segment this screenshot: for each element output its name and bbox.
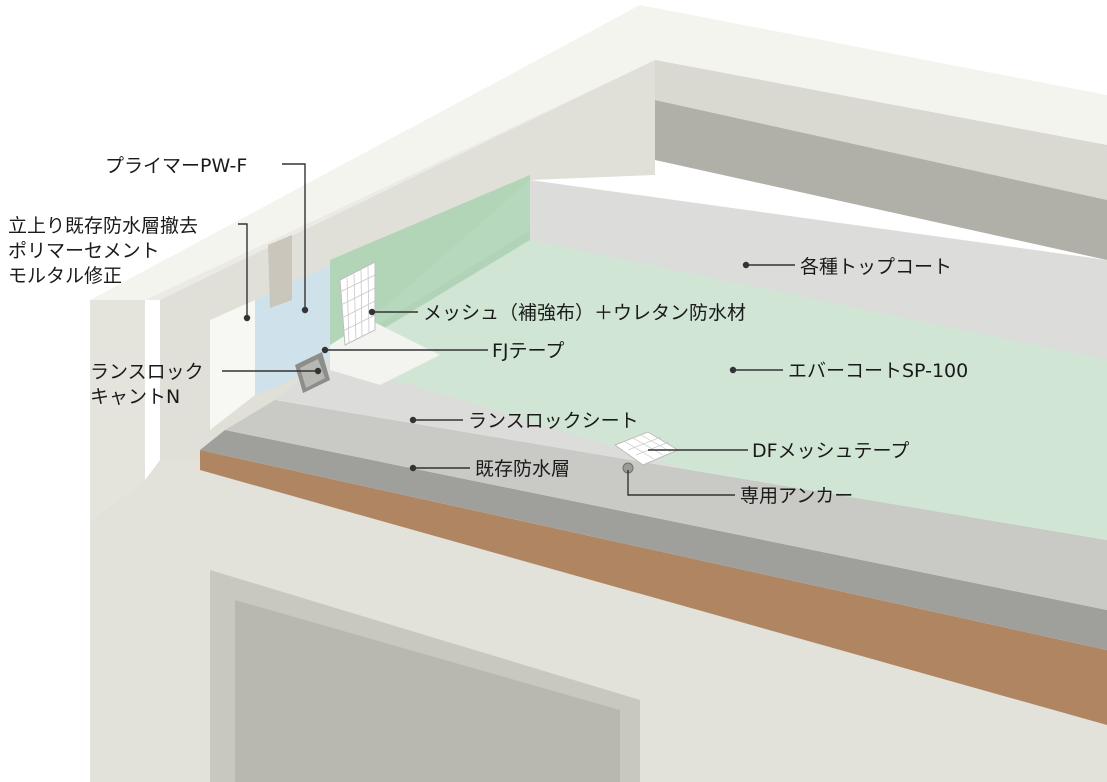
label-removal-line3: モルタル修正	[8, 265, 122, 287]
label-anchor: 専用アンカー	[740, 485, 853, 507]
leader-anchor	[627, 470, 735, 496]
parapet-top	[90, 5, 1107, 300]
dot-fj	[321, 346, 329, 354]
label-mesh-urethane: メッシュ（補強布）＋ウレタン防水材	[423, 302, 746, 324]
label-lance-sheet: ランスロックシート	[468, 410, 639, 432]
label-lance-cant-line1: ランスロック	[90, 361, 204, 383]
back-wall-upper	[655, 60, 1107, 200]
label-top-coat: 各種トップコート	[800, 256, 952, 278]
cant-strip	[295, 352, 330, 393]
brown-base-layer	[200, 450, 1107, 725]
leader-removal	[238, 223, 248, 318]
lance-sheet-band	[225, 400, 1107, 610]
dot-primer	[301, 306, 309, 314]
label-existing-layer: 既存防水層	[475, 458, 570, 480]
urethane-green-field	[330, 240, 1107, 540]
label-fj-tape: FJテープ	[492, 340, 564, 362]
mesh-wall	[339, 261, 376, 346]
leader-lines	[222, 163, 795, 496]
back-wall-band	[655, 100, 1107, 260]
dot-mesh	[368, 308, 376, 316]
leader-primer	[282, 163, 306, 310]
label-removal-line2: ポリマーセメント	[8, 240, 160, 262]
existing-layer-band	[200, 430, 1107, 650]
beam-recess-inner	[235, 600, 620, 782]
label-removal-line1: 立上り既存防水層撤去	[8, 215, 198, 237]
dot-removal	[243, 314, 251, 322]
label-primer: プライマーPW-F	[105, 155, 247, 177]
label-lance-cant-line2: キャントN	[90, 386, 180, 408]
wall-remnant-block	[268, 235, 292, 308]
label-df-mesh: DFメッシュテープ	[752, 440, 909, 462]
dot-lance-cant	[314, 367, 322, 375]
dot-existing	[409, 464, 417, 472]
urethane-green-wall	[330, 175, 530, 360]
removal-area	[210, 300, 255, 430]
dot-topcoat	[742, 261, 750, 269]
parapet-left-face	[90, 300, 145, 520]
roof-layers	[200, 175, 1107, 725]
dot-evercoat	[729, 366, 737, 374]
label-evercoat: エバーコートSP-100	[788, 360, 968, 382]
labels: プライマーPW-F 立上り既存防水層撤去 ポリマーセメント モルタル修正 メッシ…	[8, 155, 968, 507]
dot-lance-sheet	[409, 416, 417, 424]
